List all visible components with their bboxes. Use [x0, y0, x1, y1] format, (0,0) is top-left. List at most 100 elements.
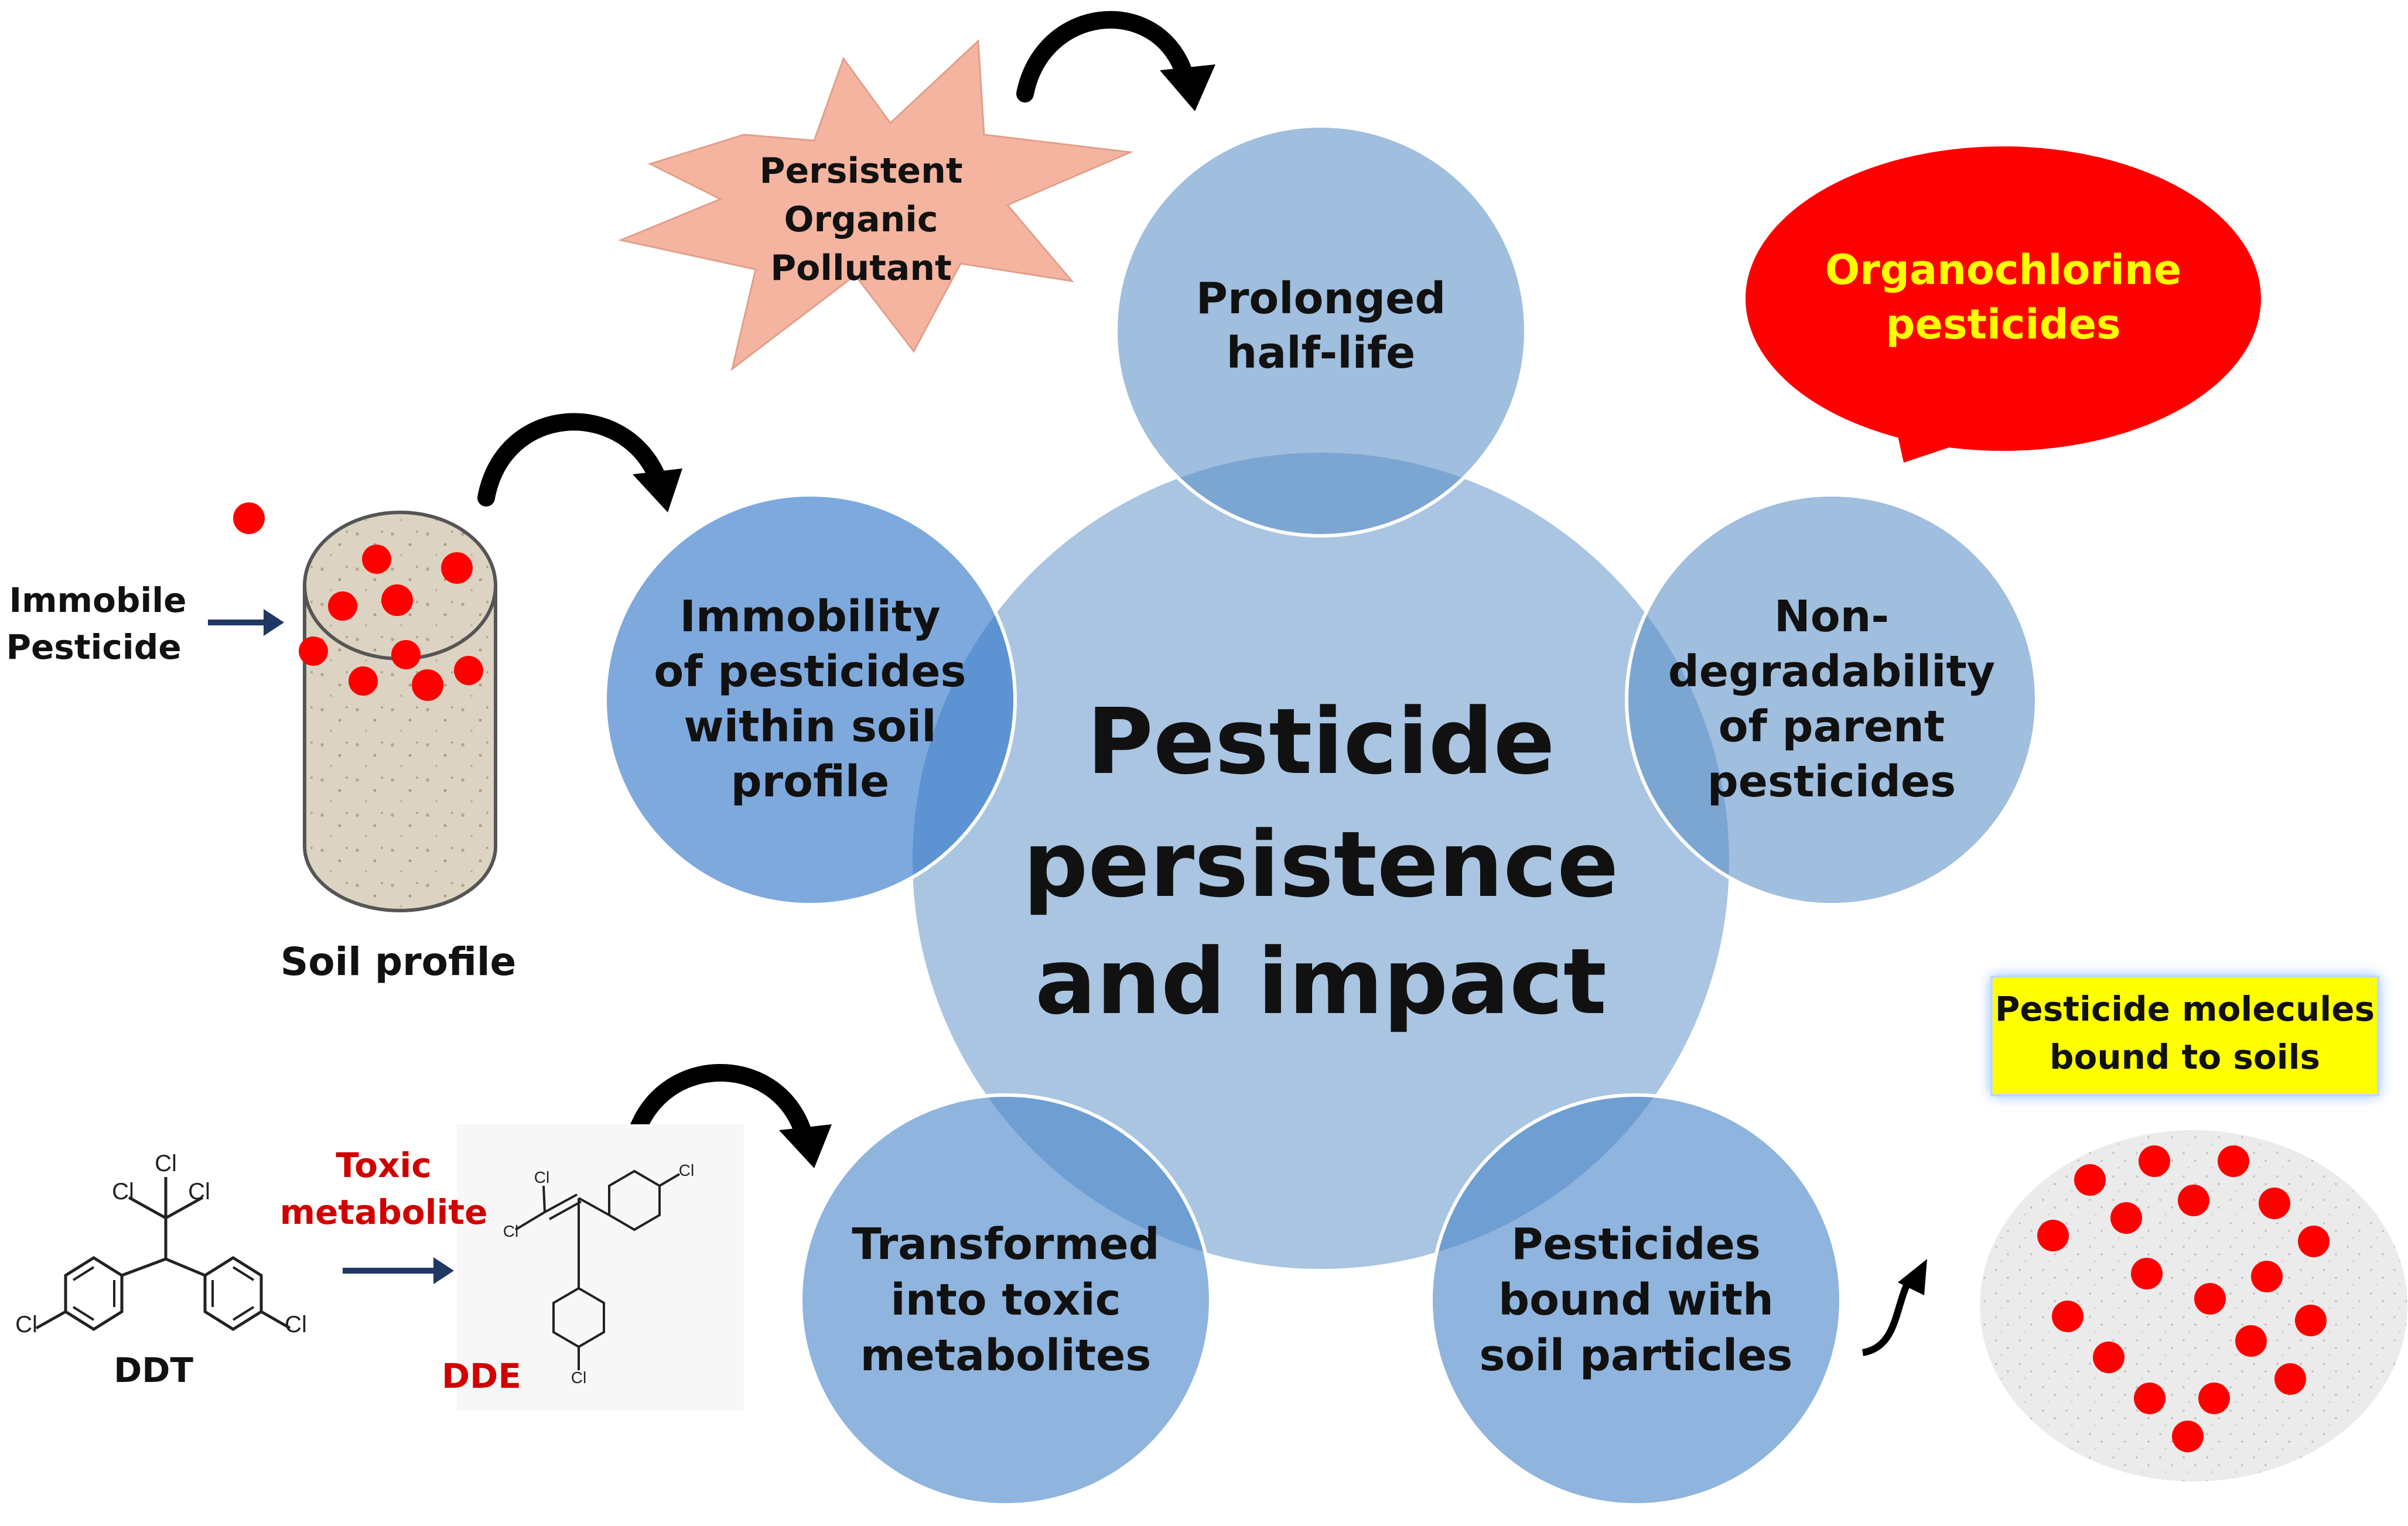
soil-pesticide-dots: [299, 545, 483, 701]
center-title: Pesticide persistence and impact: [1023, 689, 1619, 1035]
pesticide-dot: [2074, 1164, 2106, 1196]
center-title-line: persistence: [1023, 812, 1619, 918]
bond-line: [549, 1200, 582, 1220]
pesticide-dot: [2037, 1220, 2069, 1251]
atom-label: Cl: [534, 1168, 549, 1186]
pesticide-dot: [2259, 1188, 2290, 1219]
satellite-label-line: Immobility: [679, 591, 940, 642]
curved-arrowheads: [633, 64, 1215, 1168]
pesticide-dot: [2274, 1363, 2306, 1395]
pesticide-dot: [391, 640, 421, 669]
label-prolonged-half-life: Prolonged half-life: [1196, 273, 1446, 378]
circle-immobility: [603, 493, 1017, 906]
satellite-label-line: profile: [731, 757, 890, 807]
pesticide-dot: [2178, 1185, 2209, 1216]
pesticide-dot: [2131, 1258, 2163, 1289]
circle-bound: [1429, 1093, 1843, 1507]
satellite-label-line: Prolonged: [1196, 273, 1446, 324]
ddt-aromatic-marks: [72, 1266, 255, 1321]
bond-line: [165, 1196, 204, 1220]
soil-cylinder-body: [303, 584, 497, 912]
pesticide-dot: [2298, 1226, 2330, 1257]
pesticide-dot: [441, 552, 473, 584]
arrowhead-icon: [633, 468, 682, 512]
bond-line: [544, 1193, 578, 1213]
bond-line: [514, 1211, 546, 1231]
pesticide-dot: [454, 656, 483, 685]
pesticide-dot: [328, 591, 357, 621]
pesticide-dot: [2052, 1301, 2083, 1332]
curved-arrows: [477, 11, 1192, 1157]
pesticide-dot: [349, 666, 378, 696]
bond-line: [542, 1185, 546, 1213]
starburst-shape: [617, 39, 1134, 371]
dde-structure: [514, 1169, 681, 1370]
speech-bubble-body: [1746, 146, 2261, 451]
satellite-label-line: Pesticides: [1511, 1219, 1761, 1270]
bond-line: [72, 1306, 95, 1321]
satellite-label-line: metabolites: [860, 1330, 1152, 1381]
dde-label: DDE: [442, 1356, 521, 1396]
pesticide-dot: [412, 669, 443, 701]
speech-bubble-tail: [1892, 410, 1992, 463]
pesticide-dot: [2110, 1202, 2142, 1234]
label-immobility: Immobility of pesticides within soil pro…: [654, 591, 966, 807]
pesticide-dot: [2134, 1383, 2166, 1414]
starburst-label-line: Organic: [784, 199, 938, 240]
pesticide-dot: [2295, 1305, 2327, 1336]
bond-line: [260, 1310, 291, 1330]
atom-label: Cl: [112, 1179, 134, 1205]
satellite-label-line: of parent: [1719, 702, 1945, 752]
center-title-line: Pesticide: [1087, 689, 1555, 795]
atom-label: Cl: [155, 1151, 177, 1176]
bond-line: [35, 1310, 67, 1330]
curved-arrow-icon: [624, 1064, 811, 1157]
bound-box-label-line: Pesticide molecules: [1995, 989, 2375, 1029]
arrowhead-icon: [779, 1124, 832, 1168]
ddt-structure: [35, 1177, 291, 1331]
pesticide-dot: [2235, 1325, 2267, 1357]
organochlorine-speech-bubble: Organochlorine pesticides: [1746, 146, 2261, 463]
pesticide-dot: [2172, 1421, 2204, 1452]
bound-arrowhead-icon: [1898, 1259, 1927, 1295]
toxic-metabolite-label-line: metabolite: [280, 1192, 488, 1232]
ddt-to-dde-illustration: Cl Cl Cl Cl Cl DDT Toxic metabolite Cl C…: [15, 1124, 744, 1411]
pesticide-dot: [2139, 1145, 2170, 1177]
satellite-label-line: Non-: [1774, 591, 1889, 642]
circle-transformed: [799, 1093, 1212, 1507]
satellite-label-line: of pesticides: [654, 646, 966, 697]
circle-group: [603, 124, 2038, 1507]
pesticide-dot: [2093, 1342, 2124, 1373]
bond-line: [128, 1196, 167, 1220]
pesticide-dot: [362, 545, 391, 574]
bound-to-soils-illustration: Pesticide molecules bound to soils: [1861, 976, 2407, 1481]
bond-line: [165, 1257, 206, 1277]
persistent-organic-pollutant-starburst: Persistent Organic Pollutant: [617, 39, 1134, 371]
bond-line: [121, 1257, 166, 1277]
bond-line: [72, 1266, 95, 1281]
satellite-label-line: bound with: [1498, 1275, 1774, 1325]
ddt-label: DDT: [114, 1350, 193, 1390]
speech-bubble-label-line: Organochlorine: [1825, 246, 2182, 294]
soil-profile-caption: Soil profile: [281, 939, 517, 984]
bond-line: [578, 1197, 610, 1216]
pesticide-dot: [2198, 1383, 2230, 1414]
pesticide-dot: [299, 637, 328, 666]
label-transformed: Transformed into toxic metabolites: [852, 1219, 1159, 1381]
immobile-pesticide-label-line: Immobile: [9, 580, 187, 620]
starburst-label-line: Pollutant: [770, 248, 952, 289]
circle-prolonged-half-life: [1114, 124, 1528, 538]
immobile-arrow-icon: [264, 609, 284, 636]
bond-line: [232, 1266, 255, 1281]
toxic-arrow-icon: [433, 1257, 454, 1284]
center-title-line: and impact: [1035, 929, 1607, 1035]
pesticide-dot: [2218, 1145, 2249, 1177]
speech-bubble-label-line: pesticides: [1886, 300, 2120, 348]
toxic-metabolite-label-line: Toxic: [336, 1145, 431, 1185]
pesticide-dot: [2251, 1261, 2283, 1292]
curved-arrow-icon: [1016, 11, 1192, 102]
satellite-label-line: degradability: [1668, 646, 1995, 697]
atom-label: Cl: [285, 1312, 307, 1337]
soil-aggregate: [1980, 1130, 2407, 1481]
